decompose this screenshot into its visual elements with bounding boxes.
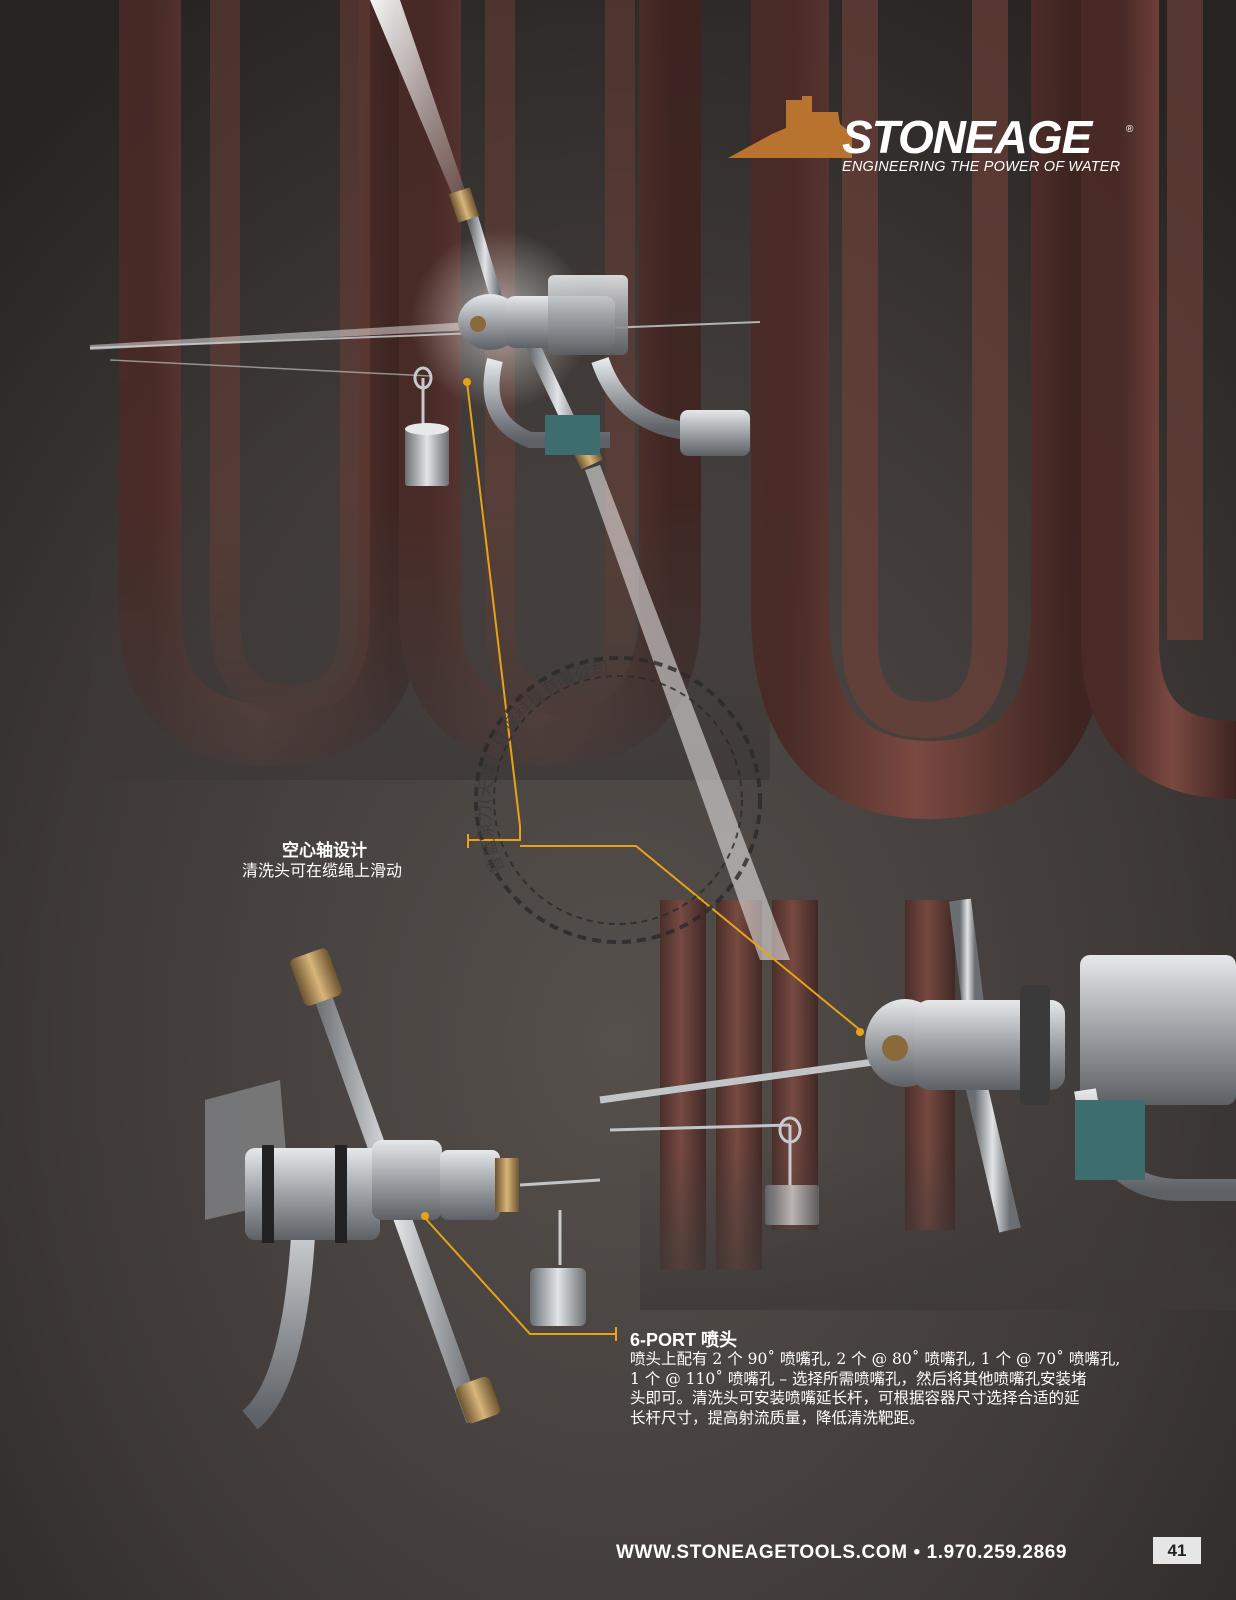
right-tube-bundle <box>751 0 1236 820</box>
hollow-shaft-title: 空心轴设计 <box>282 841 367 860</box>
brand-tagline: ENGINEERING THE POWER OF WATER <box>842 159 1121 175</box>
six-port-description-line: 长杆尺寸，提高射流质量，降低清洗靶距。 <box>630 1408 925 1427</box>
six-port-description-line: 头即可。清洗头可安装喷嘴延长杆，可根据容器尺寸选择合适的延 <box>630 1389 1080 1407</box>
logo-mesa-mark <box>728 96 852 158</box>
registered-mark: ® <box>1126 124 1134 135</box>
six-port-description: 喷头上配有 2 个 90˚ 喷嘴孔, 2 个 @ 80˚ 喷嘴孔, 1 个 @ … <box>630 1350 1170 1428</box>
hollow-shaft-description: 清洗头可在缆绳上滑动 <box>242 861 403 880</box>
page-number: 41 <box>1153 1537 1201 1564</box>
six-port-description-line: 喷头上配有 2 个 90˚ 喷嘴孔, 2 个 @ 80˚ 喷嘴孔, 1 个 @ … <box>630 1350 1121 1368</box>
left-tube-bundle <box>90 0 770 780</box>
top-cleaning-head <box>405 187 750 486</box>
six-port-description-line: 1 个 @ 110˚ 喷嘴孔 – 选择所需喷嘴孔，然后将其他喷嘴孔安装堵 <box>630 1369 1087 1388</box>
footer-contact: WWW.STONEAGETOOLS.COM • 1.970.259.2869 <box>616 1542 1068 1563</box>
callout-leaders <box>421 378 864 1341</box>
brand-logo-wordmark: STONEAGE <box>842 111 1092 163</box>
six-port-title: 6-PORT 喷头 <box>630 1330 738 1350</box>
close-up-head-right <box>599 898 1236 1233</box>
close-up-head-left <box>205 948 601 1430</box>
